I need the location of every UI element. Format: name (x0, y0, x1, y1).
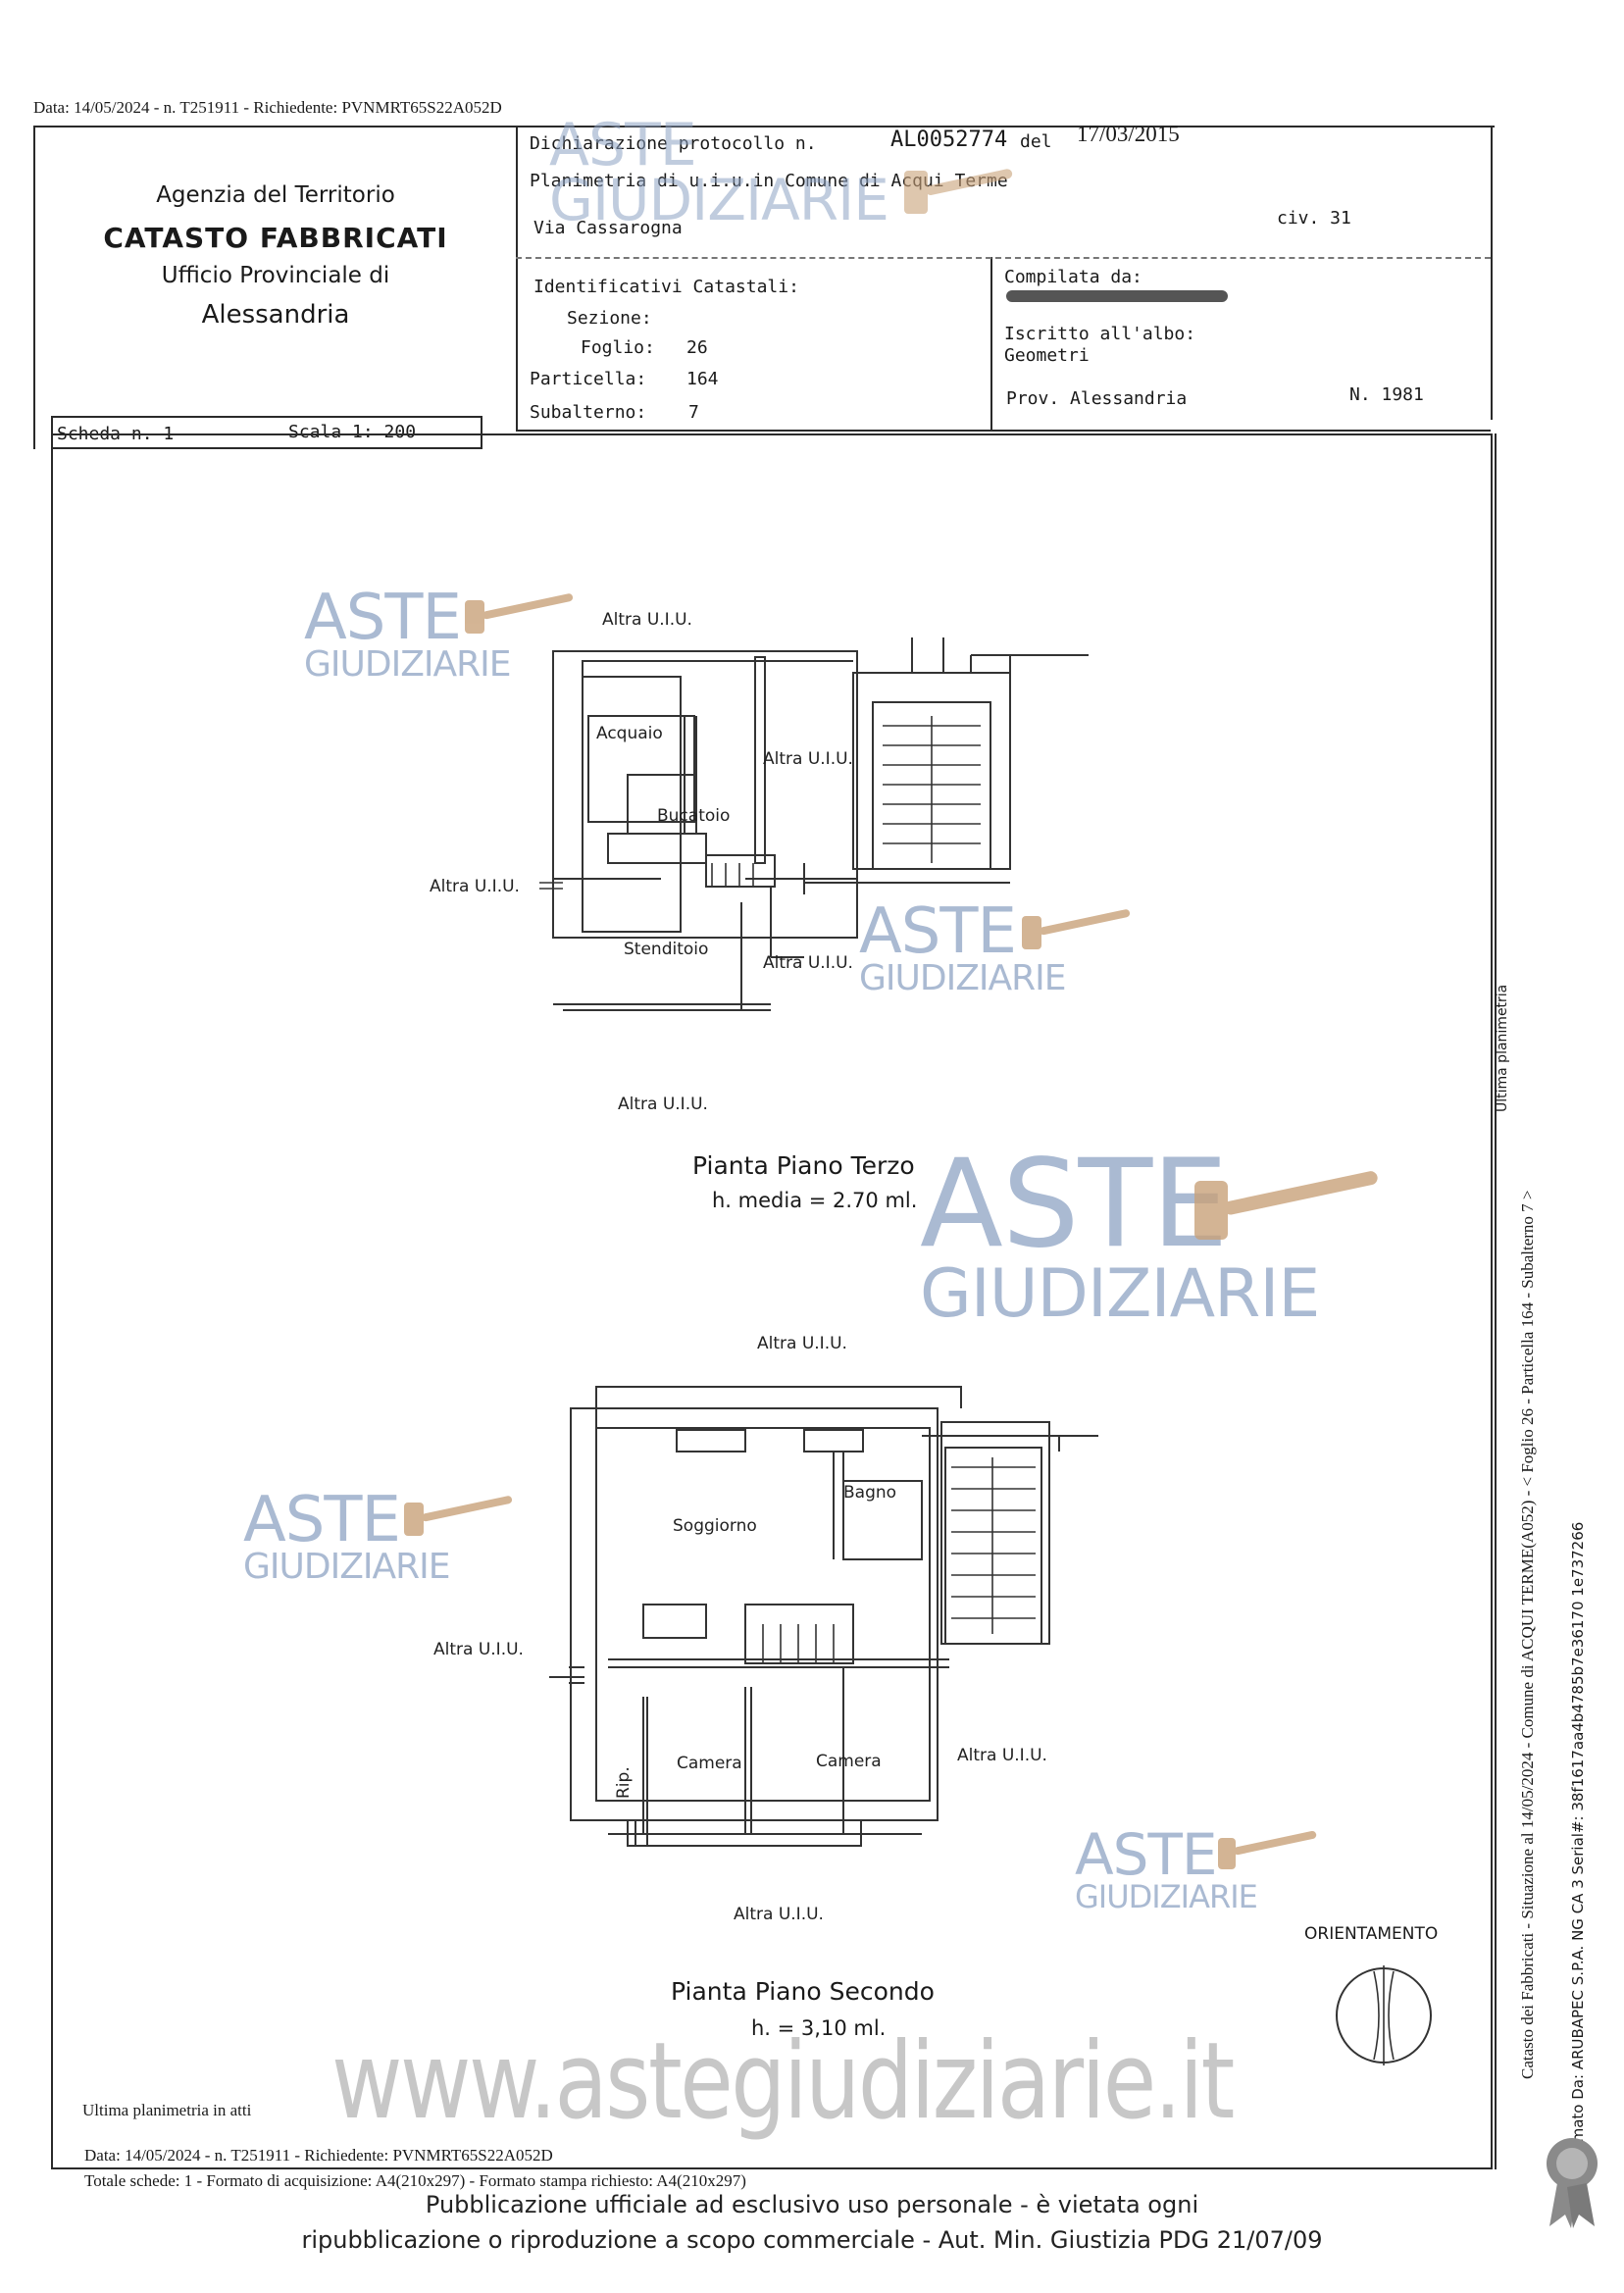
street-text: Via Cassarogna (533, 218, 683, 238)
side-signature-text: Firmato Da: ARUBAPEC S.P.A. NG CA 3 Seri… (1569, 1521, 1587, 2160)
footer-totale: Totale schede: 1 - Formato di acquisizio… (84, 2171, 746, 2190)
altra-uiu-left-2: Altra U.I.U. (433, 1640, 524, 1659)
plan-title-second: Pianta Piano Secondo (671, 1977, 935, 2006)
particella-value: 164 (686, 369, 719, 389)
albo-value: Geometri (1004, 345, 1090, 366)
altra-uiu-left-3: Altra U.I.U. (430, 877, 520, 896)
floor-plan-second (549, 1386, 1098, 1847)
altra-uiu-top-2: Altra U.I.U. (757, 1334, 847, 1353)
gavel-icon (1022, 909, 1131, 949)
scala-text: Scala 1: 200 (288, 422, 417, 442)
orientamento-label: ORIENTAMENTO (1304, 1924, 1439, 1944)
altra-uiu-right-2: Altra U.I.U. (957, 1746, 1047, 1765)
header-bottom-rule (516, 430, 1491, 432)
header-right-rule (1491, 126, 1493, 420)
altra-uiu-top-3: Altra U.I.U. (602, 610, 692, 630)
drawing-frame-outer (1495, 433, 1497, 2169)
publication-line1: Pubblicazione ufficiale ad esclusivo uso… (425, 2191, 1199, 2218)
top-stamp: Data: 14/05/2024 - n. T251911 - Richiede… (33, 98, 502, 117)
watermark-5: ASTE GIUDIZIARIE (1075, 1821, 1258, 1916)
prov-text: Prov. Alessandria (1006, 388, 1188, 409)
subalterno-value: 7 (688, 402, 699, 423)
side-catasto-text: Catasto dei Fabbricati - Situazione al 1… (1518, 1190, 1537, 2079)
room-stenditoio: Stenditoio (624, 940, 709, 959)
iscritto-label: Iscritto all'albo: (1004, 324, 1196, 344)
subalterno-label: Subalterno: (530, 402, 647, 423)
floor-plan-third (539, 637, 1089, 1011)
agency-line3: Ufficio Provinciale di (161, 263, 390, 288)
agency-line4: Alessandria (201, 300, 350, 330)
altra-uiu-bottom-3: Altra U.I.U. (618, 1095, 708, 1114)
header-left-rule (33, 126, 35, 449)
declaration-label: Dichiarazione protocollo n. (530, 133, 817, 154)
header-mid-divider (990, 257, 992, 432)
albo-number: N. 1981 (1349, 384, 1424, 405)
room-acquaio: Acquaio (596, 724, 663, 743)
altra-uiu-bottom-2: Altra U.I.U. (734, 1905, 824, 1924)
ultima-planimetria: Ultima planimetria in atti (82, 2101, 252, 2119)
watermark-1: ASTE GIUDIZIARIE (304, 582, 511, 685)
agency-line1: Agenzia del Territorio (156, 182, 395, 208)
plan-height-third: h. media = 2.70 ml. (712, 1189, 918, 1212)
plan-height-second: h. = 3,10 ml. (751, 2016, 887, 2040)
foglio-value: 26 (686, 337, 708, 358)
room-ripostiglio: Rip. (614, 1766, 634, 1799)
website-watermark: www.astegiudiziarie.it (331, 2020, 1235, 2143)
gavel-icon (1218, 1830, 1317, 1869)
watermark-3: ASTE GIUDIZIARIE (920, 1134, 1320, 1333)
foglio-label: Foglio: (581, 337, 655, 358)
side-ultima-text: Ultima planimetria (1495, 984, 1510, 1112)
gavel-icon (404, 1496, 513, 1536)
room-bagno: Bagno (843, 1483, 897, 1503)
watermark-2: ASTE GIUDIZIARIE (859, 895, 1066, 998)
agency-line2: CATASTO FABBRICATI (103, 222, 448, 254)
civ-text: civ. 31 (1277, 208, 1351, 229)
gavel-icon (904, 169, 1013, 214)
room-camera-2: Camera (816, 1752, 882, 1771)
drawing-frame (51, 433, 1493, 2169)
identifiers-title: Identificativi Catastali: (533, 277, 799, 297)
scheda-box (51, 416, 482, 449)
header-dashed-rule (516, 257, 1491, 259)
particella-label: Particella: (530, 369, 647, 389)
watermark-header: ASTE GIUDIZIARIE (549, 111, 889, 233)
plan-title-third: Pianta Piano Terzo (692, 1151, 915, 1180)
watermark-4: ASTE GIUDIZIARIE (243, 1484, 450, 1587)
room-bucatoio: Bucatoio (657, 806, 731, 826)
header-top-rule (33, 126, 1495, 127)
compass-icon (1336, 1965, 1432, 2065)
gavel-icon (465, 593, 574, 634)
compiled-title: Compilata da: (1004, 267, 1142, 287)
declaration-date: 17/03/2015 (1077, 122, 1180, 146)
footer-data: Data: 14/05/2024 - n. T251911 - Richiede… (84, 2146, 553, 2165)
sezione-label: Sezione: (567, 308, 652, 329)
altra-uiu-right2-3: Altra U.I.U. (763, 953, 853, 973)
room-camera-1: Camera (677, 1754, 742, 1773)
planimetria-text: Planimetria di u.i.u.in Comune di Acqui … (530, 171, 1008, 191)
publication-line2: ripubblicazione o riproduzione a scopo c… (301, 2226, 1323, 2254)
declaration-number: AL0052774 (890, 127, 1008, 152)
header-divider (516, 126, 518, 432)
altra-uiu-right1-3: Altra U.I.U. (763, 749, 853, 769)
seal-ribbon-icon (1547, 2138, 1598, 2228)
gavel-icon (1194, 1171, 1378, 1240)
declaration-del: del (1020, 131, 1052, 152)
redacted-name (1006, 290, 1228, 302)
room-soggiorno: Soggiorno (673, 1516, 757, 1536)
